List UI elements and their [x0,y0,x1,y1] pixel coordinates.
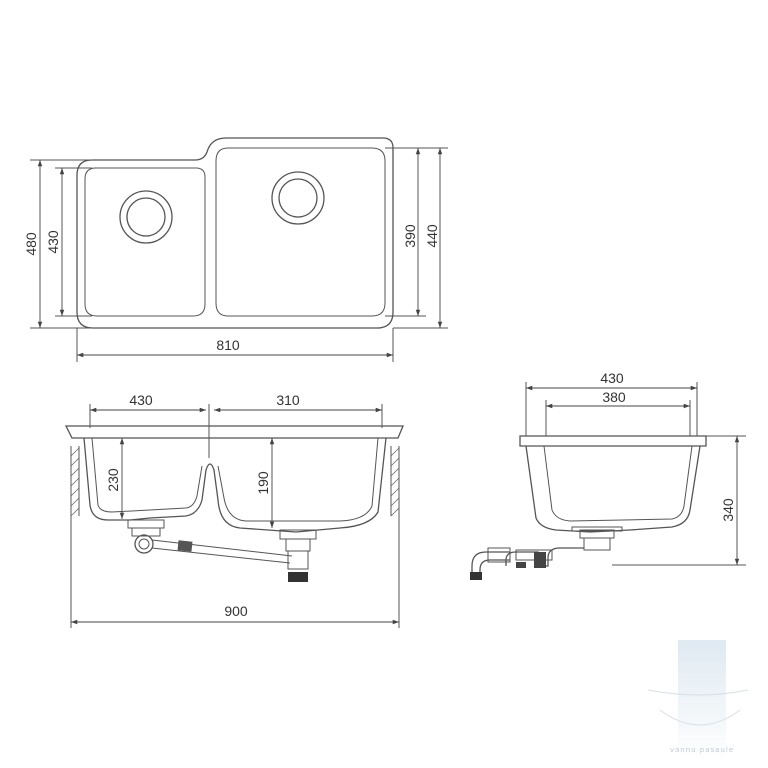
front-right-drain [279,529,317,582]
dim-380: 380 [602,389,626,405]
dim-430-top: 430 [45,230,61,254]
dim-480: 480 [23,232,39,256]
front-view: 430 310 230 190 900 [64,392,404,628]
side-bowl-profile [525,445,701,533]
connecting-pipe [151,539,293,564]
dim-230: 230 [105,468,121,492]
countertop-lip [64,425,404,439]
left-drain [119,190,173,244]
sink-outer-outline [76,137,394,329]
left-bowl-outline [84,167,206,317]
right-bowl-outline [215,147,386,317]
top-view: 480 430 390 440 810 [23,137,448,362]
dim-440: 440 [424,224,440,248]
dim-310: 310 [276,392,300,408]
dim-900: 900 [224,603,248,619]
right-drain [271,171,325,225]
side-drain [571,526,623,551]
dim-430-front: 430 [129,392,153,408]
side-view: 430 380 340 [470,370,746,580]
watermark-text: vannu pasaule [670,746,734,754]
cabinet-wall-left [70,446,80,517]
watermark-logo: vannu pasaule [647,640,749,760]
dim-430-side: 430 [600,370,624,386]
cabinet-wall-right [390,446,400,517]
dim-390: 390 [402,224,418,248]
dim-340: 340 [720,498,736,522]
dim-190: 190 [255,471,271,495]
bowls-profile [83,437,387,533]
front-left-drain [127,519,165,554]
side-rim [519,435,707,447]
dim-810: 810 [216,337,240,353]
side-siphon [470,547,584,580]
